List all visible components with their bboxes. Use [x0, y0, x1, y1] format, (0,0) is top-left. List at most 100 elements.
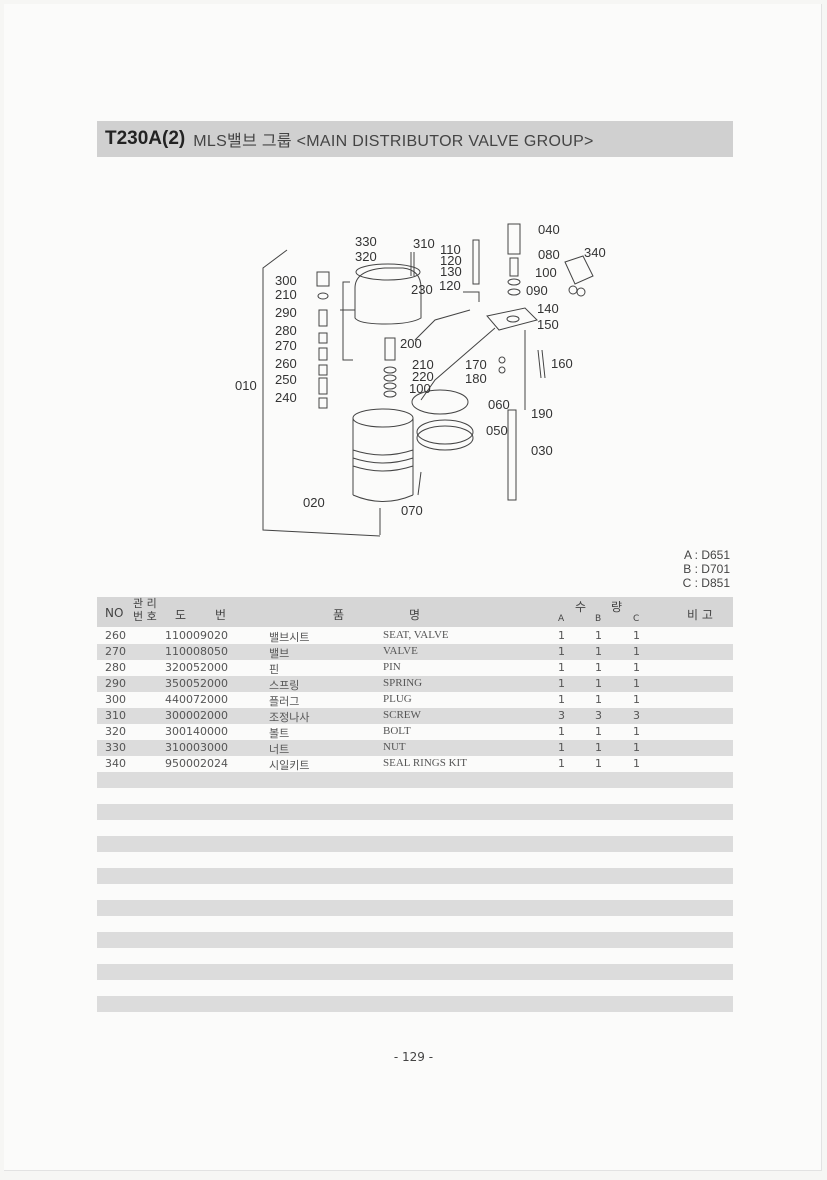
- cell-qty-a: 3: [558, 709, 565, 722]
- table-row: 280 320052000 핀 PIN 1 1 1: [97, 660, 733, 676]
- callout-320: 320: [355, 249, 377, 264]
- callout-080: 080: [538, 247, 560, 262]
- callout-270: 270: [275, 338, 297, 353]
- cell-name-kr: 너트: [269, 743, 290, 756]
- cell-no: 320: [105, 725, 126, 738]
- callout-100b: 100: [409, 381, 431, 396]
- cell-name-en: BOLT: [383, 725, 411, 737]
- cell-part-number: 300140000: [165, 725, 228, 738]
- callout-150: 150: [537, 317, 559, 332]
- header-drawing-2: 번: [215, 608, 227, 622]
- cell-qty-b: 1: [595, 757, 602, 770]
- cell-name-en: SCREW: [383, 709, 421, 721]
- callout-290: 290: [275, 305, 297, 320]
- title-bar: T230A(2) MLS밸브 그룹 <MAIN DISTRIBUTOR VALV…: [97, 121, 733, 157]
- callout-260: 260: [275, 356, 297, 371]
- empty-row-band: [97, 932, 733, 948]
- cell-name-en: PIN: [383, 661, 401, 673]
- header-qty-b: B: [595, 614, 602, 624]
- callout-030: 030: [531, 443, 553, 458]
- page-title: MLS밸브 그룹 <MAIN DISTRIBUTOR VALVE GROUP>: [193, 133, 594, 150]
- cell-name-kr: 플러그: [269, 695, 300, 708]
- callout-120b: 120: [439, 278, 461, 293]
- table-row: 260 110009020 밸브시트 SEAT, VALVE 1 1 1: [97, 628, 733, 644]
- callout-310: 310: [413, 236, 435, 251]
- empty-row-band: [97, 772, 733, 788]
- cell-name-kr: 핀: [269, 663, 280, 676]
- cell-no: 310: [105, 709, 126, 722]
- empty-row-band: [97, 868, 733, 884]
- header-no: NO: [105, 606, 124, 620]
- cell-no: 290: [105, 677, 126, 690]
- cell-qty-c: 1: [633, 757, 640, 770]
- cell-no: 260: [105, 629, 126, 642]
- table-row: 290 350052000 스프링 SPRING 1 1 1: [97, 676, 733, 692]
- empty-row-band: [97, 804, 733, 820]
- page-number: - 129 -: [393, 1050, 434, 1064]
- cell-part-number: 320052000: [165, 661, 228, 674]
- model-a: A : D651: [683, 548, 730, 562]
- exploded-diagram: 330 320 310 110 120 130 120 040 080 340 …: [235, 222, 606, 537]
- table-row: 300 440072000 플러그 PLUG 1 1 1: [97, 692, 733, 708]
- header-remark: 비 고: [687, 608, 713, 622]
- diagram-callouts: 330 320 310 110 120 130 120 040 080 340 …: [235, 222, 606, 518]
- callout-220: 220: [412, 369, 434, 384]
- callout-040: 040: [538, 222, 560, 237]
- cell-qty-c: 3: [633, 709, 640, 722]
- cell-name-kr: 조정나사: [269, 711, 310, 724]
- cell-qty-c: 1: [633, 693, 640, 706]
- cell-qty-c: 1: [633, 645, 640, 658]
- cell-no: 300: [105, 693, 126, 706]
- model-legend: A : D651 B : D701 C : D851: [640, 548, 730, 590]
- cell-part-number: 310003000: [165, 741, 228, 754]
- callout-050: 050: [486, 423, 508, 438]
- callout-190: 190: [531, 406, 553, 421]
- callout-210: 210: [275, 287, 297, 302]
- cell-qty-b: 3: [595, 709, 602, 722]
- header-mgmt-line2: 번 호: [133, 610, 157, 623]
- callout-130: 130: [440, 264, 462, 279]
- header-qty-c: C: [633, 614, 640, 624]
- callout-020: 020: [303, 495, 325, 510]
- cell-name-en: SPRING: [383, 677, 423, 689]
- cell-qty-b: 1: [595, 645, 602, 658]
- callout-250: 250: [275, 372, 297, 387]
- empty-row-band: [97, 964, 733, 980]
- cell-name-en: PLUG: [383, 693, 412, 705]
- cell-no: 280: [105, 661, 126, 674]
- cell-name-kr: 스프링: [269, 679, 300, 692]
- cell-name-en: SEAT, VALVE: [383, 629, 449, 641]
- table-row: 310 300002000 조정나사 SCREW 3 3 3: [97, 708, 733, 724]
- callout-180: 180: [465, 371, 487, 386]
- cell-qty-b: 1: [595, 677, 602, 690]
- model-b: B : D701: [683, 562, 730, 576]
- callout-280: 280: [275, 323, 297, 338]
- table-row: 340 950002024 시일키트 SEAL RINGS KIT 1 1 1: [97, 756, 733, 772]
- callout-110: 110: [440, 242, 461, 257]
- cell-qty-a: 1: [558, 645, 565, 658]
- callout-230: 230: [411, 282, 433, 297]
- cell-qty-a: 1: [558, 757, 565, 770]
- parts-table: 260 110009020 밸브시트 SEAT, VALVE 1 1 1 270…: [97, 628, 733, 772]
- cell-qty-a: 1: [558, 741, 565, 754]
- cell-qty-b: 1: [595, 693, 602, 706]
- callout-300: 300: [275, 273, 297, 288]
- callout-090: 090: [526, 283, 548, 298]
- cell-qty-a: 1: [558, 629, 565, 642]
- callout-160: 160: [551, 356, 573, 371]
- cell-qty-b: 1: [595, 741, 602, 754]
- cell-qty-c: 1: [633, 661, 640, 674]
- cell-qty-a: 1: [558, 661, 565, 674]
- table-row: 330 310003000 너트 NUT 1 1 1: [97, 740, 733, 756]
- cell-no: 340: [105, 757, 126, 770]
- header-name-1: 품: [333, 608, 345, 622]
- cell-qty-a: 1: [558, 677, 565, 690]
- header-qty-2: 량: [611, 600, 623, 614]
- header-drawing-1: 도: [175, 608, 187, 622]
- cell-qty-a: 1: [558, 725, 565, 738]
- cell-name-en: NUT: [383, 741, 406, 753]
- cell-name-en: SEAL RINGS KIT: [383, 757, 467, 769]
- header-qty-a: A: [558, 614, 565, 624]
- cell-qty-c: 1: [633, 741, 640, 754]
- callout-340: 340: [584, 245, 606, 260]
